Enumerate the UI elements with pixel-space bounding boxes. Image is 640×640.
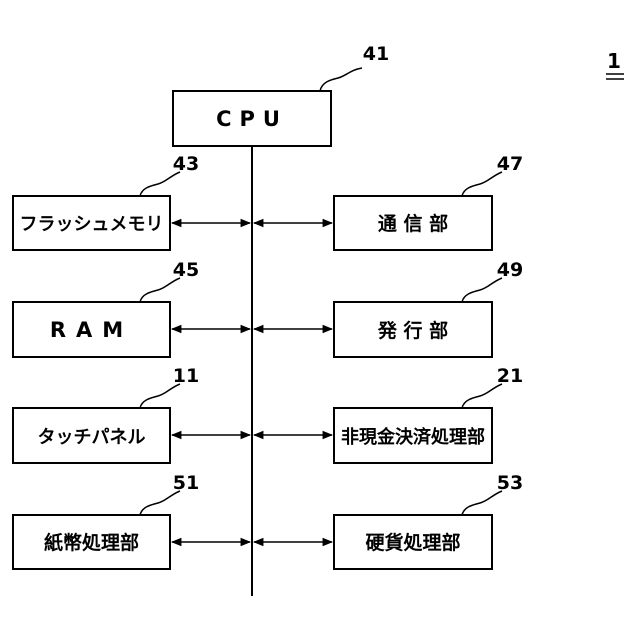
touch-panel-label: タッチパネル bbox=[38, 427, 146, 448]
communication-label: 通 信 部 bbox=[378, 212, 448, 235]
communication-ref-number: 47 bbox=[497, 153, 523, 175]
touch-panel-block: タッチパネル bbox=[13, 408, 170, 463]
cashless-payment-block: 非現金決済処理部 bbox=[334, 408, 492, 463]
bill-processing-block: 紙幣処理部 bbox=[13, 515, 170, 569]
ram-label: RAM bbox=[50, 318, 133, 342]
bill-processing-leader-line bbox=[140, 491, 180, 515]
issuing-ref-number: 49 bbox=[497, 259, 523, 281]
flash-memory-label: フラッシュメモリ bbox=[20, 214, 164, 235]
figure-ref-number: 1 bbox=[607, 49, 621, 73]
cashless-payment-ref-number: 21 bbox=[497, 365, 523, 387]
issuing-label: 発 行 部 bbox=[377, 319, 448, 342]
ram-block: RAM bbox=[13, 302, 170, 357]
flash-memory-leader-line bbox=[140, 172, 180, 196]
touch-panel-ref-number: 11 bbox=[173, 365, 199, 387]
issuing-block: 発 行 部 bbox=[334, 302, 492, 357]
cashless-payment-leader-line bbox=[462, 384, 502, 408]
issuing-leader-line bbox=[462, 278, 502, 302]
bill-processing-label: 紙幣処理部 bbox=[44, 531, 139, 554]
ram-ref-number: 45 bbox=[173, 259, 199, 281]
coin-processing-label: 硬貨処理部 bbox=[365, 531, 460, 554]
flash-memory-block: フラッシュメモリ bbox=[13, 196, 170, 250]
communication-leader-line bbox=[462, 172, 502, 196]
bill-processing-ref-number: 51 bbox=[173, 472, 199, 494]
cpu-leader-line bbox=[320, 68, 362, 91]
coin-processing-block: 硬貨処理部 bbox=[334, 515, 492, 569]
touch-panel-leader-line bbox=[140, 384, 180, 408]
cpu-label: CPU bbox=[216, 107, 288, 131]
coin-processing-leader-line bbox=[462, 491, 502, 515]
ram-leader-line bbox=[140, 278, 180, 302]
cpu-block: CPU bbox=[173, 91, 331, 146]
cashless-payment-label: 非現金決済処理部 bbox=[341, 426, 485, 448]
flash-memory-ref-number: 43 bbox=[173, 153, 199, 175]
communication-block: 通 信 部 bbox=[334, 196, 492, 250]
cpu-ref-number: 41 bbox=[363, 43, 389, 65]
coin-processing-ref-number: 53 bbox=[497, 472, 523, 494]
